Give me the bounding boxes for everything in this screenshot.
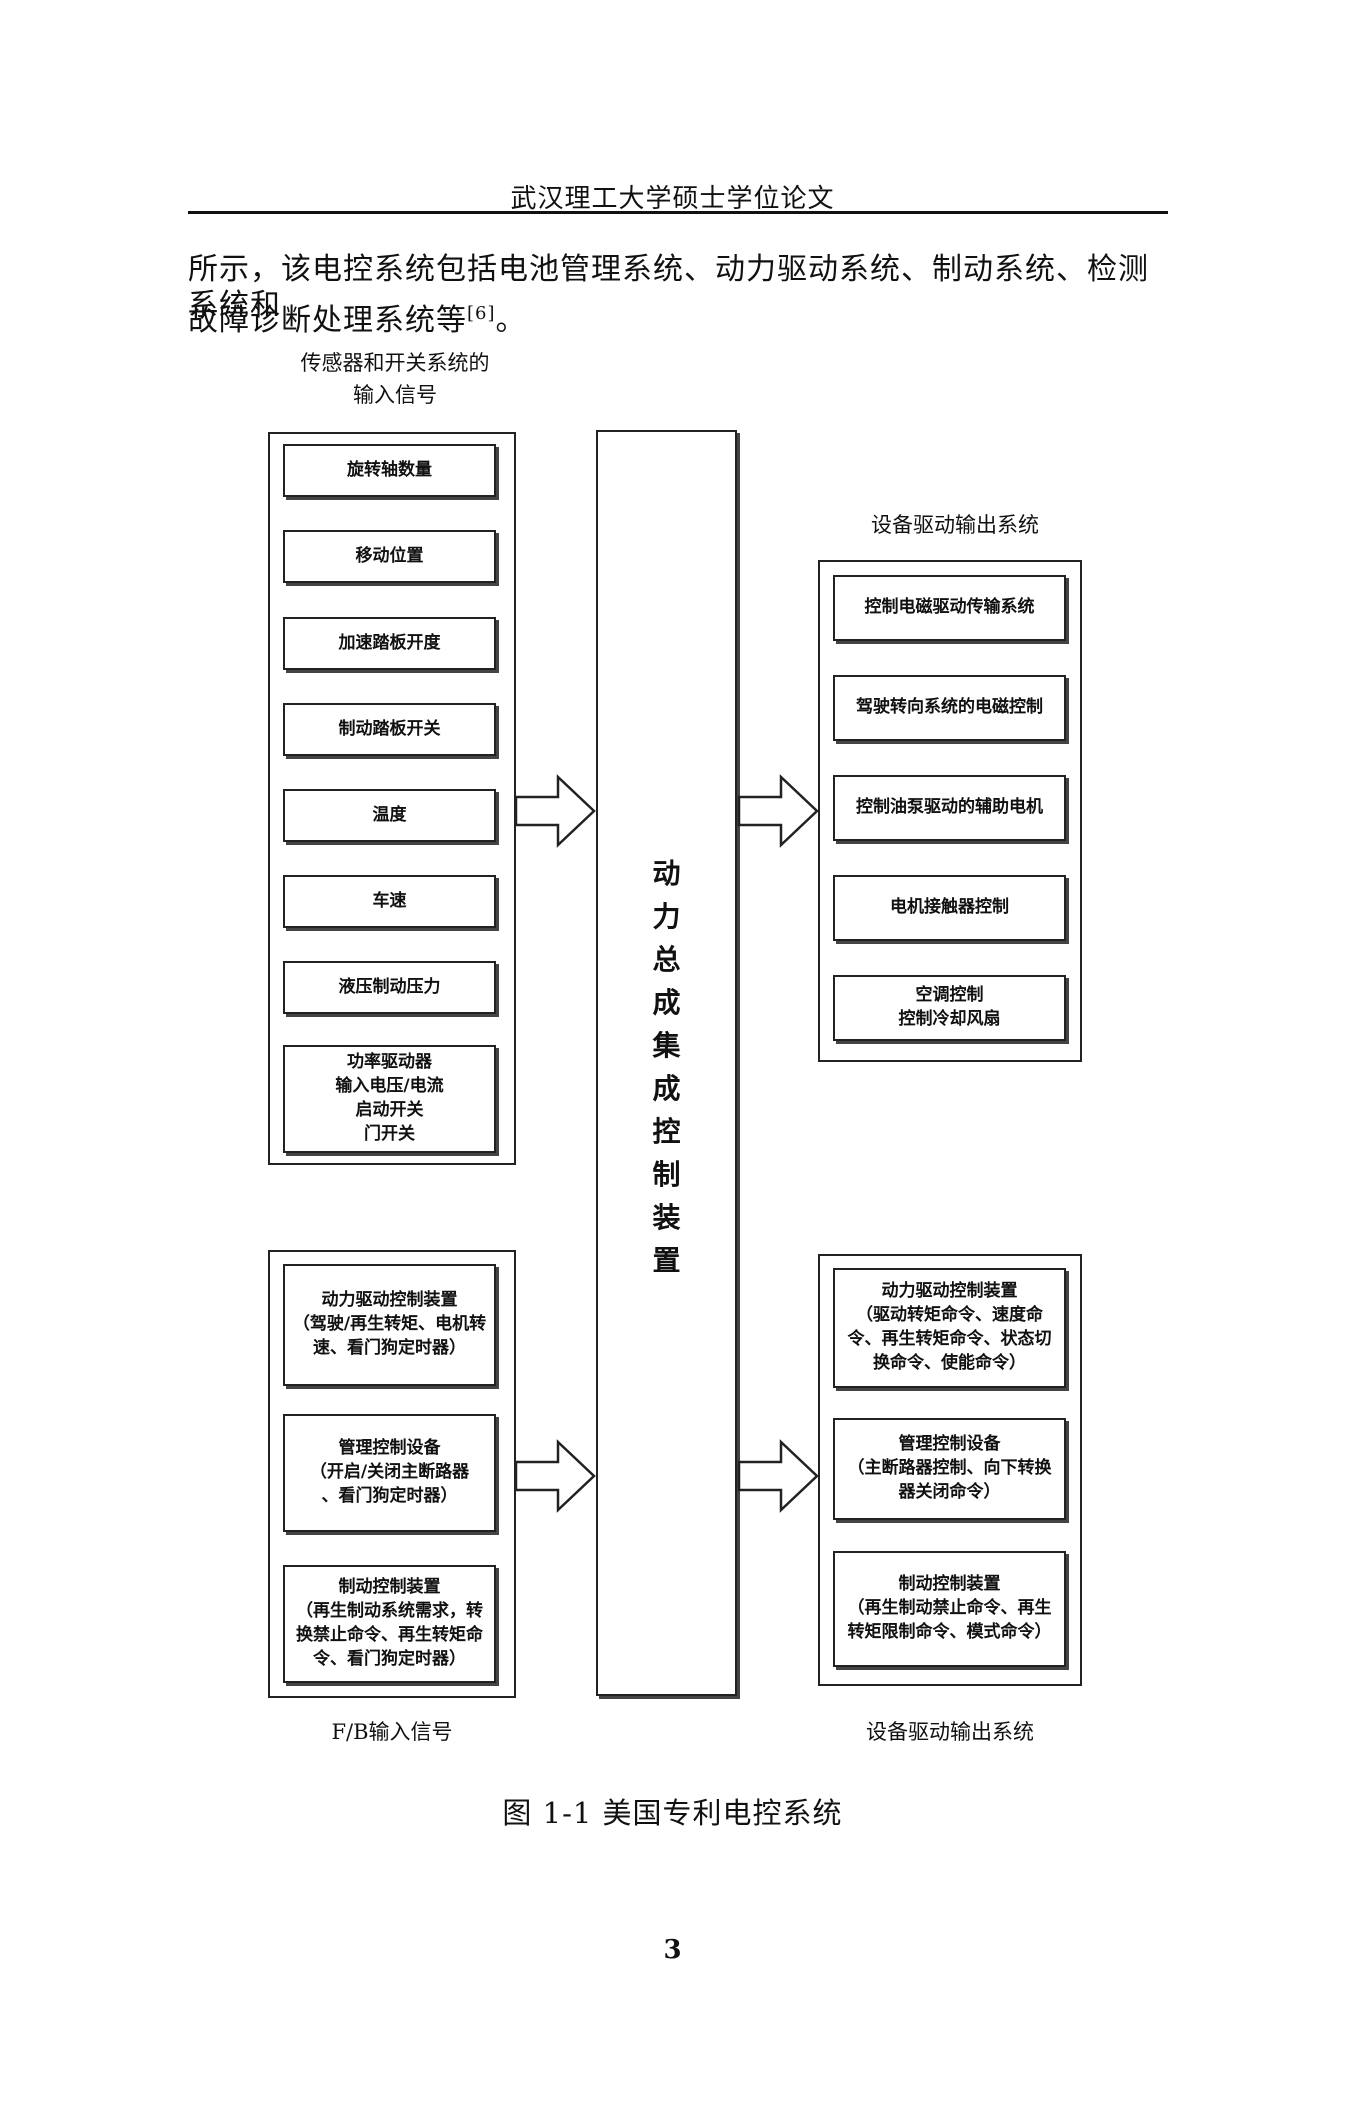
arrow-inputs-to-controller (514, 774, 596, 848)
input-item-vehicle-speed: 车速 (283, 875, 496, 928)
page-number: 3 (663, 1935, 682, 1965)
feedback-input-label: F/B输入信号 (331, 1720, 453, 1744)
feedback-item-brake-control: 制动控制装置 （再生制动系统需求，转 换禁止命令、再生转矩命 令、看门狗定时器） (283, 1565, 496, 1683)
output-item-electromagnetic-transmission: 控制电磁驱动传输系统 (833, 575, 1066, 641)
output-item-brake-commands: 制动控制装置 （再生制动禁止命令、再生 转矩限制命令、模式命令） (833, 1551, 1066, 1667)
paragraph-line-2-text: 故障诊断处理系统等 (188, 303, 467, 338)
input-item-brake-switch: 制动踏板开关 (283, 703, 496, 756)
input-item-hydraulic-pressure: 液压制动压力 (283, 961, 496, 1014)
powertrain-integrated-controller: 动 力 总 成 集 成 控 制 装 置 (596, 430, 737, 1696)
input-item-temperature: 温度 (283, 789, 496, 842)
figure-caption: 图 1-1 美国专利电控系统 (502, 1796, 843, 1830)
feedback-item-management-control: 管理控制设备 （开启/关闭主断路器 、看门狗定时器） (283, 1414, 496, 1532)
header-rule (188, 211, 1168, 214)
output-item-motor-contactor: 电机接触器控制 (833, 875, 1066, 941)
paragraph-line-2: 故障诊断处理系统等[6]。 (188, 303, 1168, 339)
output-item-air-conditioning: 空调控制 控制冷却风扇 (833, 975, 1066, 1041)
paragraph-line-2-end: 。 (495, 303, 527, 338)
paragraph-line-1: 所示，该电控系统包括电池管理系统、动力驱动系统、制动系统、检测系统和 (188, 252, 1149, 323)
running-header: 武汉理工大学硕士学位论文 (510, 184, 835, 214)
output-system-label-bottom: 设备驱动输出系统 (866, 1720, 1034, 1744)
output-item-management-commands: 管理控制设备 （主断路器控制、向下转换 器关闭命令） (833, 1418, 1066, 1520)
arrow-controller-to-outputs-top (737, 774, 819, 848)
controller-label: 动 力 总 成 集 成 控 制 装 置 (652, 857, 681, 1277)
citation: [6] (467, 303, 496, 324)
arrow-feedback-to-controller (514, 1439, 596, 1513)
input-item-accelerator: 加速踏板开度 (283, 617, 496, 670)
output-item-steering-control: 驾驶转向系统的电磁控制 (833, 675, 1066, 741)
input-item-position: 移动位置 (283, 530, 496, 583)
input-item-rotation-axis: 旋转轴数量 (283, 444, 496, 497)
feedback-item-drive-control: 动力驱动控制装置 （驾驶/再生转矩、电机转 速、看门狗定时器） (283, 1264, 496, 1386)
input-signals-label: 传感器和开关系统的 输入信号 (300, 351, 490, 407)
output-item-drive-control-commands: 动力驱动控制装置 （驱动转矩命令、速度命 令、再生转矩命令、状态切 换命令、使能… (833, 1268, 1066, 1388)
input-item-power-driver: 功率驱动器 输入电压/电流 启动开关 门开关 (283, 1045, 496, 1153)
output-item-oil-pump-motor: 控制油泵驱动的辅助电机 (833, 775, 1066, 841)
output-system-label-top: 设备驱动输出系统 (871, 513, 1039, 537)
arrow-controller-to-outputs-bottom (737, 1439, 819, 1513)
